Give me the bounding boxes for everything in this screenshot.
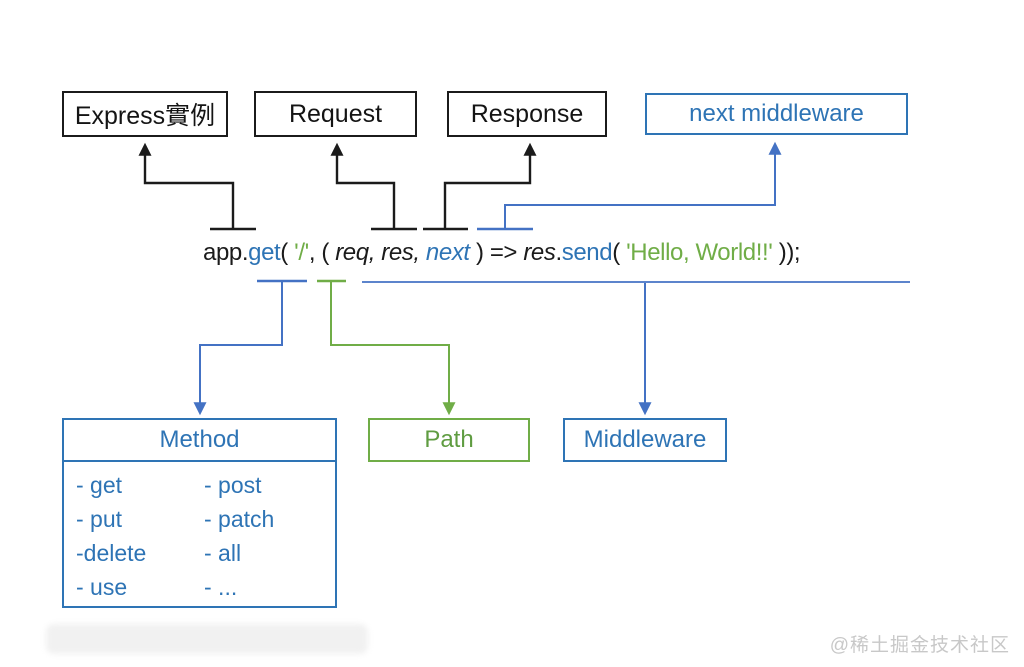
code-token-comma-paren: , ( (308, 239, 336, 266)
watermark: @稀土掘金技术社区 (829, 635, 1010, 656)
path-label: Path (424, 426, 474, 453)
code-token-app: app. (203, 239, 249, 266)
bottom-shadow (46, 624, 368, 654)
method-box-title: Method (64, 420, 335, 462)
express-instance-box: Express實例 (62, 91, 228, 137)
request-label: Request (288, 99, 383, 128)
method-list: - get - post - put - patch -delete - all… (64, 462, 335, 604)
code-token-send-paren: ( (612, 239, 627, 266)
middleware-label: Middleware (583, 426, 707, 453)
request-box: Request (254, 91, 417, 137)
code-token-dot: . (555, 239, 562, 266)
code-token-closing: )); (772, 239, 801, 266)
next-middleware-label: next middleware (689, 100, 864, 127)
method-item-etc: - ... (204, 574, 238, 600)
method-item-post: - post (204, 472, 262, 498)
arrow-req-to-request (330, 142, 396, 229)
code-token-res: res (523, 239, 556, 266)
response-label: Response (470, 99, 584, 128)
express-instance-label: Express實例 (74, 102, 216, 130)
method-item-delete: -delete (76, 540, 147, 566)
code-token-req-res: req, res, (335, 239, 426, 266)
code-token-open-paren: ( (280, 239, 295, 266)
method-item-patch: - patch (204, 506, 275, 532)
arrow-app-to-express (138, 142, 235, 229)
path-box: Path (368, 418, 530, 462)
code-token-hello-string: 'Hello, World!!' (626, 239, 773, 266)
middleware-box: Middleware (563, 418, 727, 462)
method-item-get: - get (76, 472, 123, 498)
method-item-use: - use (76, 574, 128, 600)
arrow-next-to-next-middleware (504, 141, 782, 229)
code-token-next: next (425, 239, 470, 266)
next-middleware-box: next middleware (645, 93, 908, 135)
arrow-res-to-response (443, 142, 537, 229)
code-token-arrow: ) => (469, 239, 524, 266)
code-token-get: get (248, 239, 281, 266)
method-item-put: - put (76, 506, 123, 532)
method-box: Method - get - post - put - patch -delet… (62, 418, 337, 608)
code-token-send: send (561, 239, 613, 266)
method-item-all: - all (204, 540, 242, 566)
code-line: app.get( '/', ( req, res, next ) => res.… (203, 239, 801, 267)
code-token-path-string: '/' (294, 239, 309, 266)
response-box: Response (447, 91, 607, 137)
arrow-get-to-method (193, 281, 283, 416)
arrow-path-to-path-box (330, 281, 456, 416)
